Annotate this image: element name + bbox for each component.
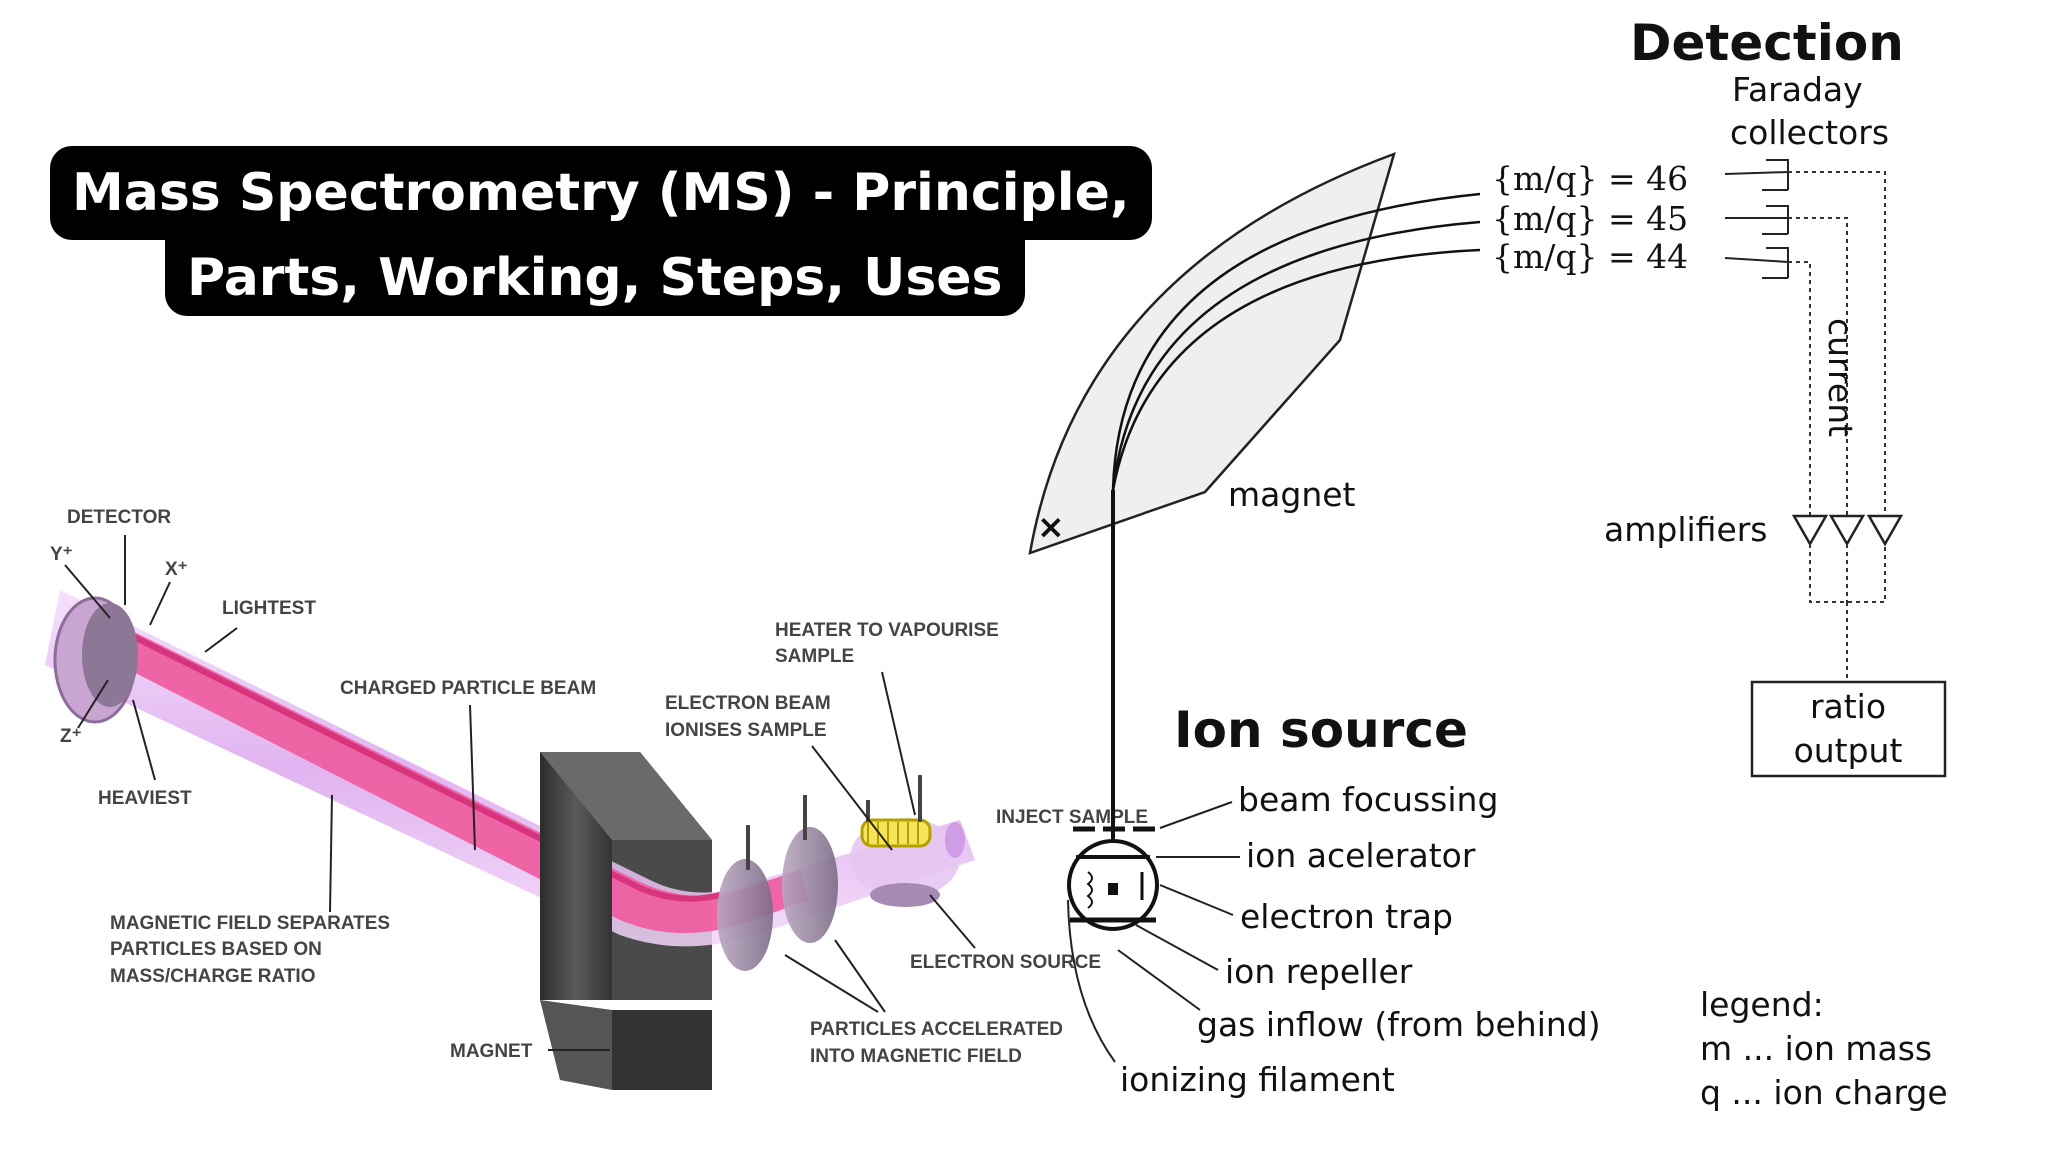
label-heaviest: HEAVIEST (98, 788, 192, 809)
electron-source-disk (870, 883, 940, 907)
label-faraday-2: collectors (1730, 113, 1889, 152)
leader-ion-repeller (1135, 924, 1219, 971)
amplifier-triangles (1791, 514, 1904, 547)
label-heater-1: HEATER TO VAPOURISE (775, 620, 999, 641)
label-x-plus: X⁺ (165, 559, 188, 580)
legend-title: legend: (1700, 985, 1824, 1024)
heading-detection: Detection (1630, 14, 1904, 72)
label-magnetic-3: MASS/CHARGE RATIO (110, 966, 315, 987)
magnet-top (540, 752, 712, 840)
label-magnet-right: magnet (1228, 475, 1356, 514)
label-ionizing-filament: ionizing filament (1120, 1060, 1395, 1099)
wire-45 (1788, 217, 1848, 516)
magnet-cross: × (1037, 507, 1065, 546)
left-labels: DETECTOR Y⁺ X⁺ Z⁺ LIGHTEST HEAVIEST CHAR… (50, 507, 1148, 1067)
magnet-lower (612, 1010, 712, 1090)
label-inject-sample: INJECT SAMPLE (996, 807, 1148, 828)
leader-electron-trap (1159, 884, 1234, 916)
leader-accelerated-b (834, 939, 886, 1013)
detector-disk (82, 603, 138, 707)
leader-heater (881, 671, 916, 816)
label-electron-source: ELECTRON SOURCE (910, 952, 1101, 973)
leader-gas-inflow (1117, 949, 1201, 1011)
label-y-plus: Y⁺ (50, 544, 73, 565)
label-current: current (1821, 318, 1860, 437)
leader-beam (469, 704, 476, 851)
label-magnetic-1: MAGNETIC FIELD SEPARATES (110, 913, 390, 934)
label-z-plus: Z⁺ (60, 726, 82, 747)
label-faraday-1: Faraday (1732, 70, 1863, 109)
leader-ionizing-filament (1067, 899, 1116, 1063)
label-amplifiers: amplifiers (1604, 510, 1768, 549)
heading-ion-source: Ion source (1174, 701, 1468, 759)
title-banner-line-2: Parts, Working, Steps, Uses (165, 240, 1025, 316)
ion-path-46 (1111, 192, 1481, 491)
label-heater-2: SAMPLE (775, 646, 854, 667)
label-mq-45: {m/q} = 45 (1492, 199, 1688, 238)
left-apparatus (45, 590, 975, 1090)
title-banner-line-1: Mass Spectrometry (MS) - Principle, (50, 146, 1152, 240)
label-accelerated-2: INTO MAGNETIC FIELD (810, 1046, 1022, 1067)
right-schematic: × magnet {m/q} = 46 {m/q} = 45 {m/q} = 4… (1028, 14, 1948, 1112)
ion-path-44 (1111, 248, 1481, 491)
leader-lightest (204, 627, 238, 653)
leader-accelerated-a (784, 954, 879, 1013)
label-lightest: LIGHTEST (222, 598, 316, 619)
label-ion-accelerator: ion acelerator (1246, 836, 1476, 875)
beam-highlight (118, 627, 721, 902)
inject-port (945, 822, 965, 858)
wire-44 (1788, 261, 1811, 516)
page-title-line-2: Parts, Working, Steps, Uses (187, 248, 1003, 308)
page-title-line-1: Mass Spectrometry (MS) - Principle, (72, 163, 1130, 223)
leader-beam-focussing (1159, 801, 1233, 829)
label-mq-46: {m/q} = 46 (1492, 159, 1688, 198)
magnet-lower-side (540, 1000, 612, 1090)
flight-tube (45, 590, 975, 947)
label-gas-inflow: gas inflow (from behind) (1197, 1005, 1601, 1044)
legend-m: m ... ion mass (1700, 1029, 1932, 1068)
accelerator-disk-2 (782, 827, 838, 943)
leader-electron-beam (811, 745, 893, 851)
label-ratio-1: ratio (1810, 687, 1886, 726)
label-magnetic-2: PARTICLES BASED ON (110, 939, 322, 960)
faraday-collectors (1724, 159, 1789, 279)
label-charged-beam: CHARGED PARTICLE BEAM (340, 678, 596, 699)
leader-x (149, 581, 171, 626)
label-mq-44: {m/q} = 44 (1492, 237, 1688, 276)
label-beam-focussing: beam focussing (1238, 780, 1498, 819)
wire-46 (1788, 171, 1886, 516)
label-accelerated-1: PARTICLES ACCELERATED (810, 1019, 1063, 1040)
wire-ratio (1809, 544, 1886, 678)
label-electron-beam-2: IONISES SAMPLE (665, 720, 827, 741)
label-magnet-left: MAGNET (450, 1041, 533, 1062)
leader-heaviest (132, 699, 156, 781)
label-electron-trap: electron trap (1240, 897, 1453, 936)
leader-electron-source (929, 894, 976, 949)
leader-z (77, 679, 109, 729)
accelerator-disk-1 (717, 859, 773, 971)
label-ratio-2: output (1794, 731, 1903, 770)
ion-source-schematic (1067, 826, 1159, 931)
leader-y (64, 564, 111, 619)
leader-magnetic (329, 794, 333, 913)
ion-path-45 (1111, 220, 1481, 491)
label-ion-repeller: ion repeller (1225, 952, 1413, 991)
ratio-output-box (1750, 680, 1947, 778)
label-detector: DETECTOR (67, 507, 171, 528)
label-electron-beam-1: ELECTRON BEAM (665, 693, 831, 714)
legend-q: q ... ion charge (1700, 1073, 1948, 1112)
